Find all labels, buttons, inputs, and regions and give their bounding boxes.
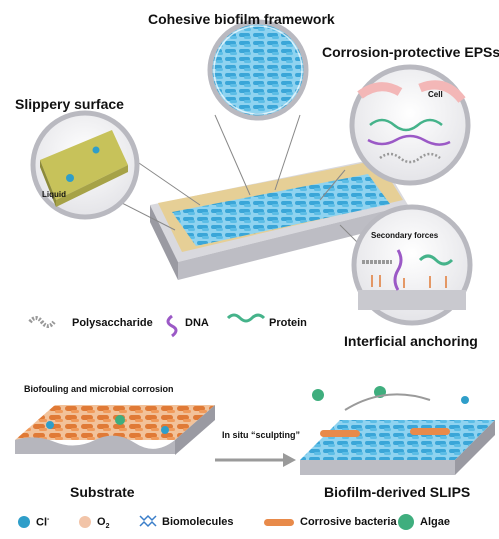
legend-polysaccharide: Polysaccharide (72, 317, 153, 329)
biofouling-caption: Biofouling and microbial corrosion (24, 384, 174, 394)
legend-oxygen: O2 (97, 516, 110, 531)
substrate-slab (15, 405, 215, 455)
bottom-legend-icons (18, 514, 414, 530)
substrate-label: Substrate (70, 484, 135, 500)
eps-title: Corrosion-protective EPSs (322, 44, 499, 60)
cell-label: Cell (428, 90, 443, 99)
slippery-magnifier (30, 110, 140, 220)
legend-chloride: Cl- (36, 516, 50, 529)
legend-dna: DNA (185, 317, 209, 329)
algae-icon (398, 514, 414, 530)
biomolecules-icon (139, 514, 157, 528)
slips-label: Biofilm-derived SLIPS (324, 484, 471, 500)
chloride-ion-icon (461, 396, 469, 404)
anchoring-magnifier (351, 204, 473, 326)
legend-algae: Algae (420, 516, 450, 528)
slips-slab (300, 386, 495, 475)
framework-title: Cohesive biofilm framework (148, 11, 335, 27)
anchoring-title: Interficial anchoring (344, 333, 478, 349)
liquid-droplet-icon (66, 174, 74, 182)
biofilm-layer (172, 174, 390, 246)
framework-magnifier (207, 19, 309, 121)
algae-icon (312, 389, 324, 401)
sculpting-arrow (215, 453, 296, 467)
secondary-forces-label: Secondary forces (371, 231, 439, 240)
liquid-label: Liquid (42, 190, 66, 199)
corrosive-bacteria-icon (410, 428, 450, 435)
dna-strand-icon (166, 314, 178, 338)
main-substrate-slab (150, 158, 408, 280)
corrosive-bacteria-icon (264, 519, 294, 526)
legend-bacteria: Corrosive bacteria (300, 516, 397, 528)
legend-protein: Protein (269, 317, 307, 329)
liquid-droplet-icon (92, 146, 100, 154)
sculpting-label: In situ “sculpting” (222, 430, 300, 440)
corrosive-bacteria-icon (320, 430, 360, 437)
protein-helix-icon (226, 313, 266, 323)
legend-biomolecules: Biomolecules (162, 516, 234, 528)
slippery-title: Slippery surface (15, 96, 124, 112)
eps-magnifier (349, 64, 471, 186)
top-legend-icons (28, 313, 266, 338)
oxygen-molecule-icon (79, 516, 91, 528)
polysaccharide-chain-icon (28, 316, 56, 328)
chloride-ion-icon (18, 516, 30, 528)
